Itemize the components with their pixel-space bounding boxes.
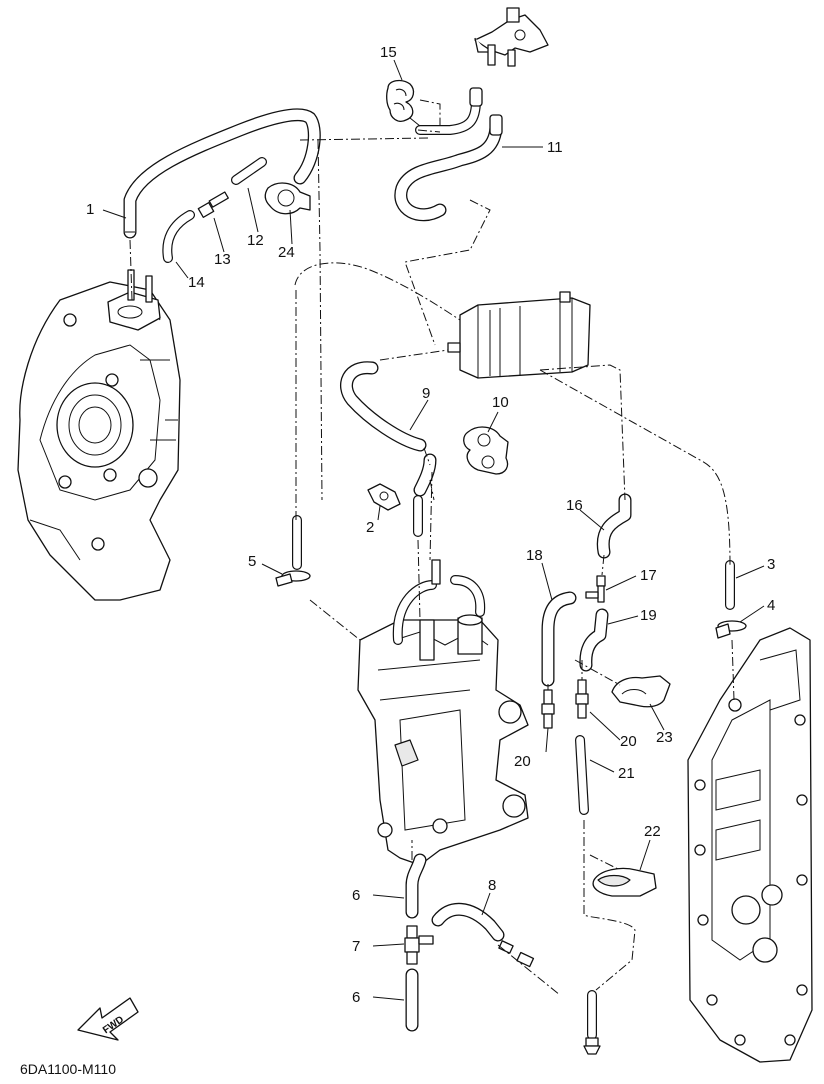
clamp-10	[463, 426, 509, 475]
callout-1: 1	[86, 201, 94, 218]
callout-2: 2	[366, 519, 374, 536]
callout-7: 7	[352, 938, 360, 955]
callout-17: 17	[640, 567, 657, 584]
callout-6-lower: 6	[352, 989, 360, 1006]
callout-12: 12	[247, 232, 264, 249]
fitting-8-end	[498, 940, 535, 968]
callout-3: 3	[767, 556, 775, 573]
joint-20-left	[541, 689, 555, 729]
callout-5: 5	[248, 553, 256, 570]
callout-11: 11	[547, 139, 563, 156]
callout-20-right: 20	[620, 733, 637, 750]
callout-15: 15	[380, 44, 397, 61]
diagram-code: 6DA1100-M110	[20, 1061, 116, 1077]
callout-23: 23	[656, 729, 673, 746]
leader-lines	[102, 59, 765, 1001]
callout-4: 4	[767, 597, 775, 614]
callout-20-left: 20	[514, 753, 531, 770]
valve-assembly	[474, 7, 549, 67]
callout-10: 10	[492, 394, 509, 411]
callout-21: 21	[618, 765, 635, 782]
callout-9: 9	[422, 385, 430, 402]
tee-7	[404, 925, 434, 965]
callout-6-upper: 6	[352, 887, 360, 904]
callout-16: 16	[566, 497, 583, 514]
callout-22: 22	[644, 823, 661, 840]
intake-manifold	[17, 269, 181, 601]
callout-8: 8	[488, 877, 496, 894]
callout-14: 14	[188, 274, 205, 291]
clamp-23	[611, 675, 671, 708]
clamp-24	[264, 182, 311, 215]
exhaust-cover	[687, 627, 813, 1063]
clip-2	[367, 483, 401, 511]
canister	[447, 291, 591, 379]
callout-24: 24	[278, 244, 295, 261]
joint-20-right	[575, 679, 589, 719]
clamp-4	[715, 620, 747, 639]
fitting-21-end	[583, 1037, 601, 1055]
callout-19: 19	[640, 607, 657, 624]
clamp-22	[592, 867, 657, 897]
fitting-17	[585, 575, 606, 603]
vapor-separator-assembly	[357, 559, 529, 866]
fwd-arrow-icon: FWD	[77, 997, 139, 1041]
clamp-15	[386, 79, 421, 127]
callout-13: 13	[214, 251, 231, 268]
clamp-5	[275, 570, 311, 587]
callout-18: 18	[526, 547, 543, 564]
fitting-13	[197, 191, 229, 218]
